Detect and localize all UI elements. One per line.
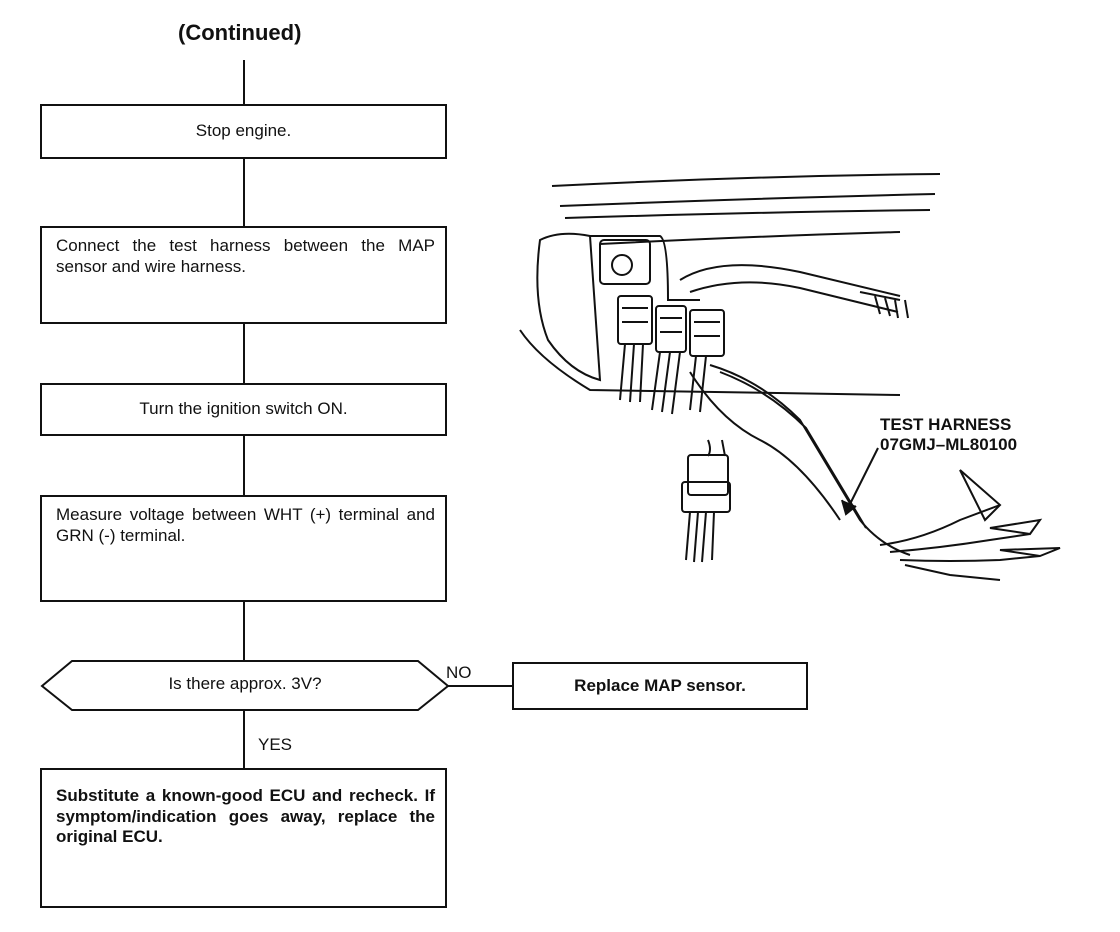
step-ignition-on: Turn the ignition switch ON. (40, 383, 447, 436)
alligator-clips (879, 504, 1041, 581)
step-stop-engine: Stop engine. (40, 104, 447, 159)
step-ignition-on-text: Turn the ignition switch ON. (139, 399, 348, 419)
connector-line (243, 60, 245, 104)
step-replace-map: Replace MAP sensor. (512, 662, 808, 710)
step-substitute-ecu: Substitute a known-good ECU and recheck.… (40, 768, 447, 908)
body-outline (536, 232, 602, 382)
yes-branch-label: YES (258, 735, 293, 754)
test-harness-label: TEST HARNESS 07GMJ–ML80100 (880, 415, 1017, 456)
map-sensor (599, 239, 651, 285)
connector-3 (689, 309, 725, 357)
no-branch-label: NO (446, 663, 472, 682)
step-substitute-ecu-text: Substitute a known-good ECU and recheck.… (56, 786, 435, 847)
decision-text: Is there approx. 3V? (168, 674, 322, 693)
test-harness-label-line2: 07GMJ–ML80100 (880, 435, 1018, 455)
panel-lines (551, 173, 941, 245)
connector-line (243, 710, 245, 768)
step-connect-harness: Connect the test harness between the MAP… (40, 226, 447, 324)
connector-line (243, 324, 245, 383)
test-harness-label-line1: TEST HARNESS (880, 415, 1012, 434)
label-pointer (847, 447, 879, 509)
step-connect-harness-text: Connect the test harness between the MAP… (56, 236, 435, 276)
connector-1 (617, 295, 653, 345)
step-measure-voltage: Measure voltage between WHT (+) terminal… (40, 495, 447, 602)
decision-shape (40, 660, 450, 711)
step-replace-map-text: Replace MAP sensor. (574, 675, 746, 695)
connector-line (243, 159, 245, 226)
hanging-connector (687, 454, 729, 496)
step-measure-voltage-text: Measure voltage between WHT (+) terminal… (56, 505, 435, 545)
connector-2 (655, 305, 687, 353)
step-stop-engine-text: Stop engine. (195, 121, 292, 141)
test-harness-cable (709, 364, 911, 556)
connector-line (243, 602, 245, 661)
connector-line (243, 436, 245, 495)
page-heading: (Continued) (178, 20, 302, 45)
